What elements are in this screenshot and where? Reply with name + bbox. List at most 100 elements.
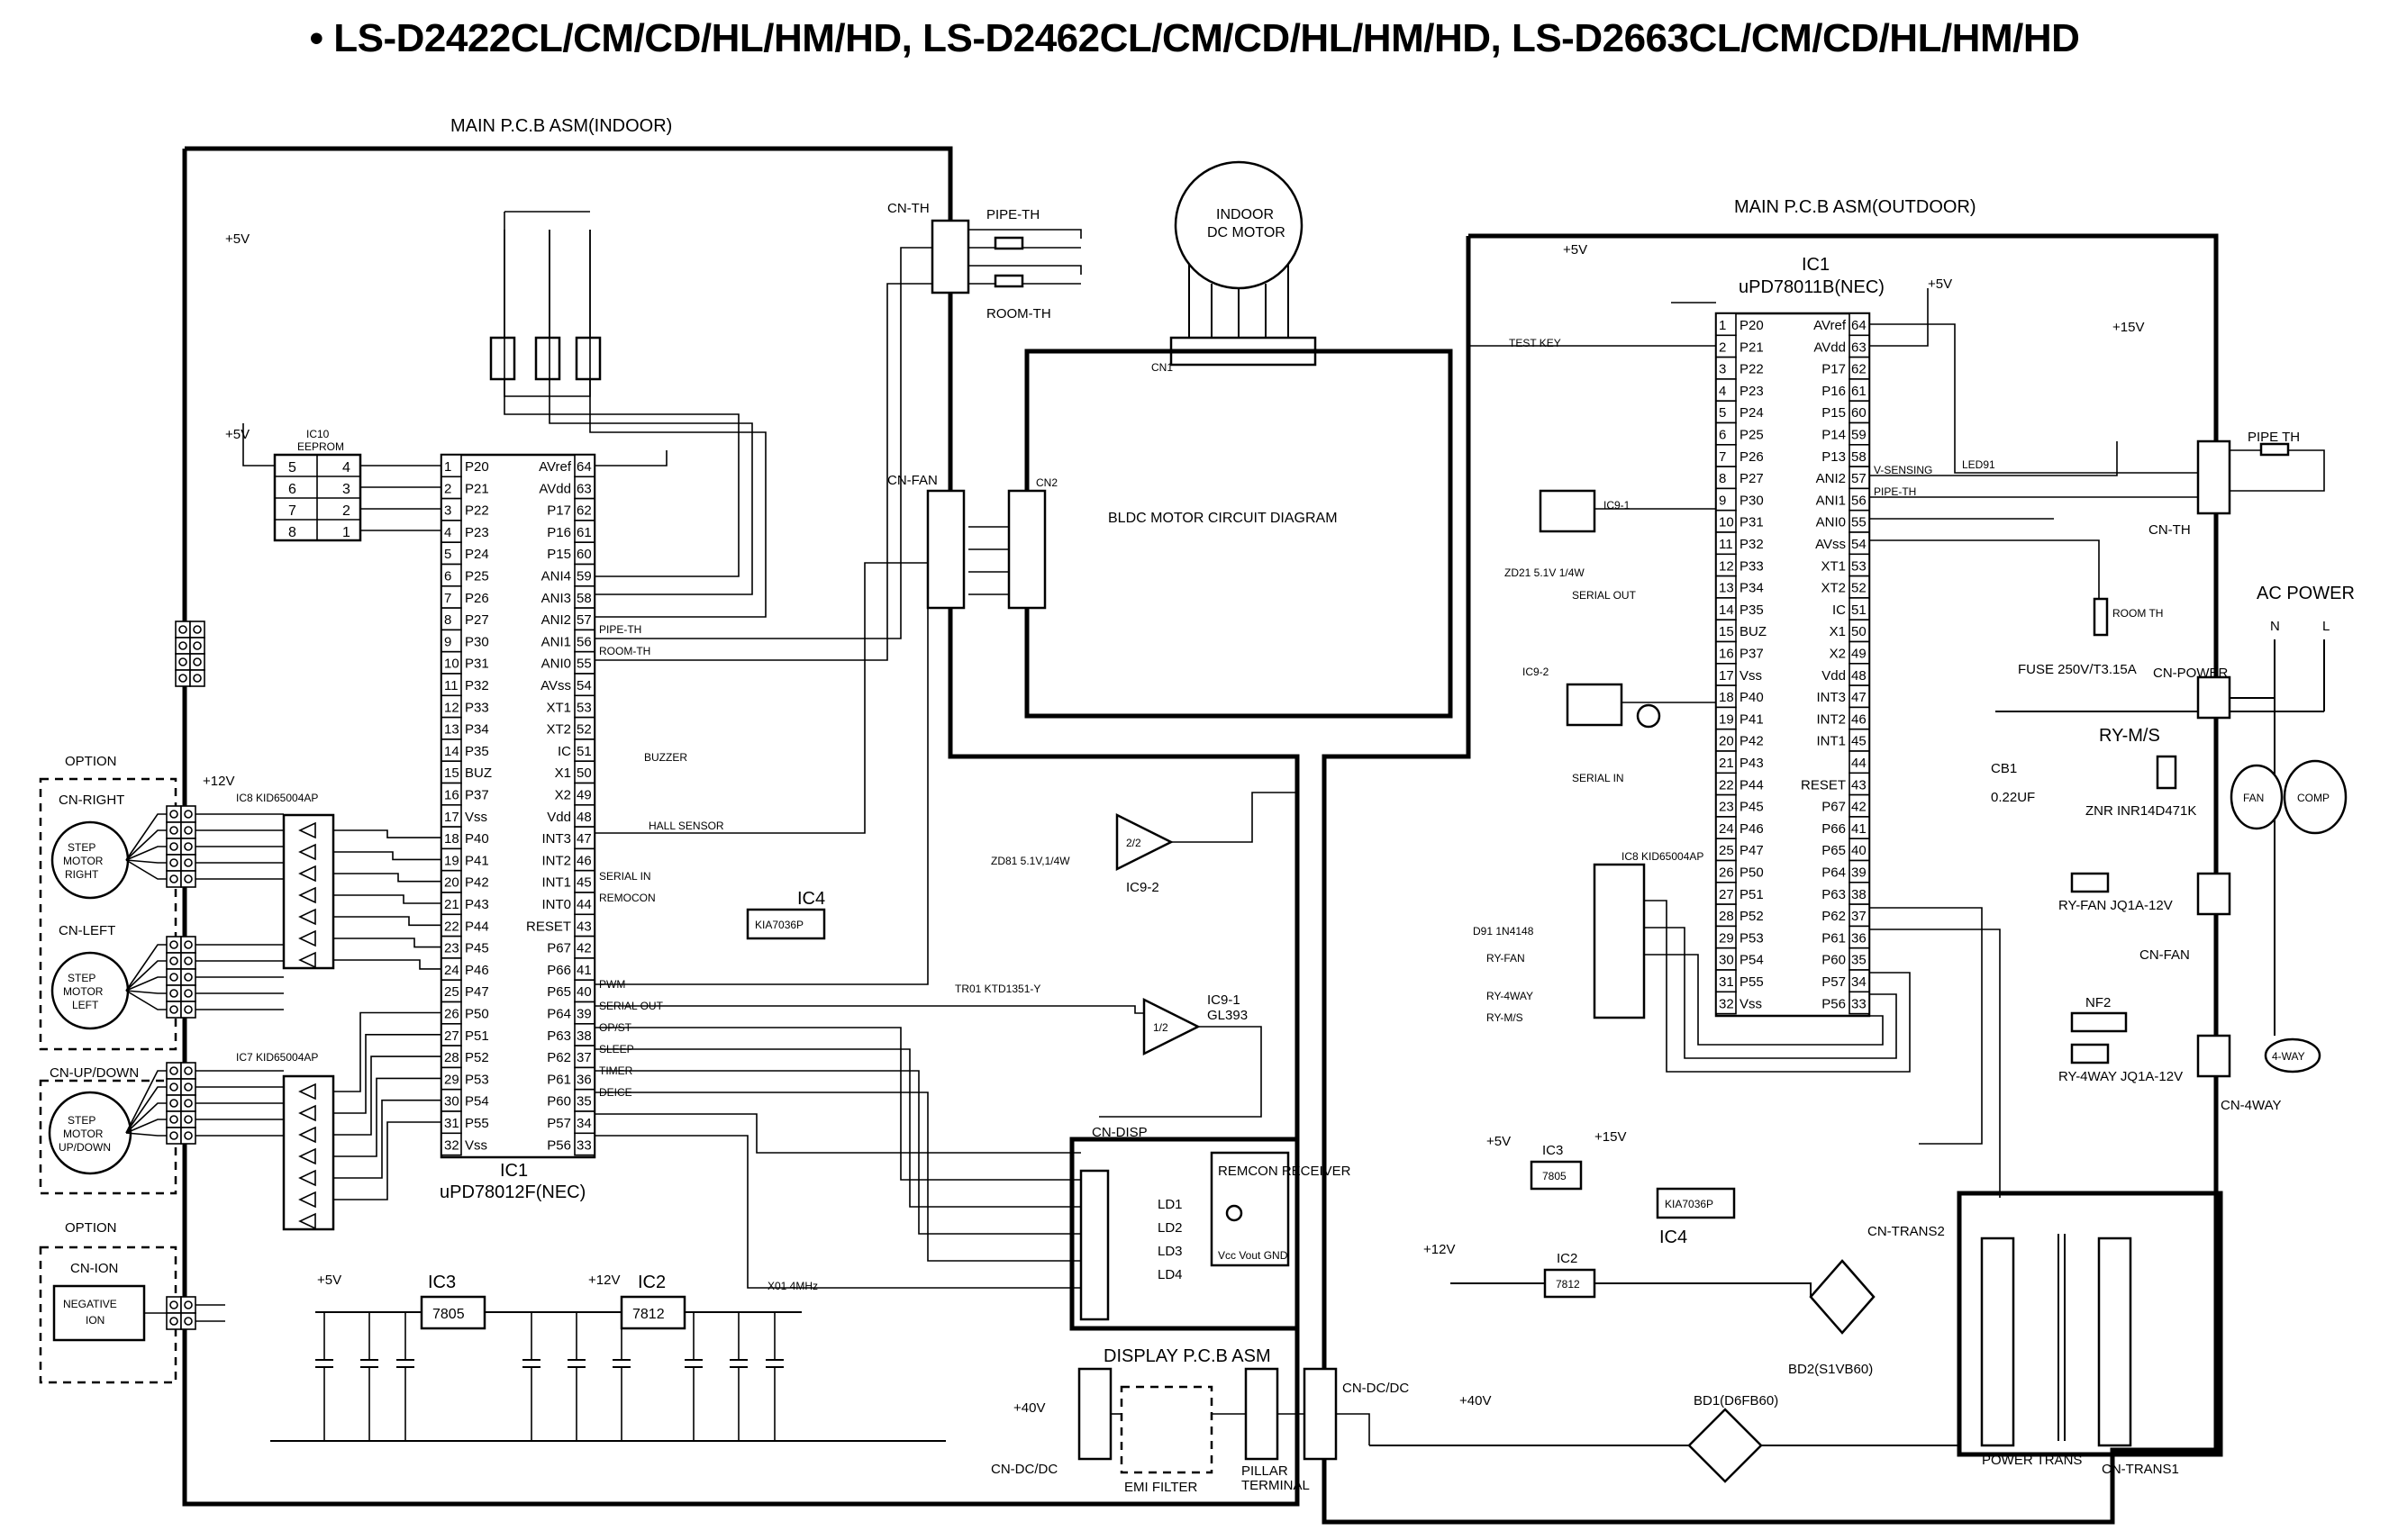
- remcon-receiver-label: REMCON RECEIVER: [1218, 1164, 1351, 1179]
- indoor-ic1-pin-name-55: ANI0: [541, 657, 571, 672]
- svg-text:0.22UF: 0.22UF: [1991, 790, 2035, 805]
- indoor-ic1-pin-num-39: 39: [577, 1007, 592, 1022]
- indoor-ic1-pin-num-16: 16: [444, 788, 459, 803]
- outdoor-ic1-pin-num-45: 45: [1851, 734, 1867, 749]
- svg-text:7812: 7812: [632, 1307, 665, 1322]
- outdoor-ic1-pin-num-55: 55: [1851, 515, 1867, 530]
- outdoor-ic1-pin-num-64: 64: [1851, 318, 1867, 333]
- indoor-ic1-pin-name-44: INT0: [541, 897, 571, 912]
- outdoor-ic1-pin-name-6: P25: [1740, 428, 1764, 443]
- svg-text:+5V: +5V: [1563, 242, 1587, 258]
- indoor-ic1-pin-name-54: AVss: [540, 678, 571, 693]
- outdoor-board-frame: [1322, 233, 2219, 1525]
- indoor-ic1-pin-name-15: BUZ: [465, 765, 492, 781]
- indoor-ic9-2: 2/2 IC9-2: [1115, 812, 1174, 895]
- svg-text:CN-DISP: CN-DISP: [1092, 1125, 1148, 1140]
- indoor-ic1-pin-name-32: Vss: [465, 1137, 487, 1153]
- outdoor-ic1-pin-name-15: BUZ: [1740, 624, 1767, 639]
- outdoor-ic1-pin-num-51: 51: [1851, 602, 1867, 618]
- svg-text:CN-TRANS1: CN-TRANS1: [2102, 1462, 2179, 1477]
- svg-text:RY-FAN JQ1A-12V: RY-FAN JQ1A-12V: [2058, 898, 2173, 913]
- svg-text:PIPE-TH: PIPE-TH: [599, 623, 641, 636]
- indoor-ic9-1: 1/2 IC9-1 GL393: [1142, 992, 1248, 1056]
- svg-text:+5V: +5V: [317, 1273, 341, 1288]
- svg-text:CN-FAN: CN-FAN: [887, 473, 938, 488]
- svg-text:+12V: +12V: [203, 774, 234, 789]
- indoor-ic1-pin-num-11: 11: [444, 678, 459, 693]
- outdoor-ic1-pin-name-43: RESET: [1801, 777, 1846, 793]
- indoor-ic1-pin-name-42: P67: [547, 941, 571, 956]
- option-label-2: OPTION: [65, 1220, 117, 1236]
- indoor-ic1-pin-num-40: 40: [577, 984, 592, 1000]
- outdoor-ic1-pin-num-25: 25: [1719, 843, 1734, 858]
- outdoor-ic1-pin-name-26: P50: [1740, 865, 1764, 881]
- outdoor-ic1-pin-num-39: 39: [1851, 865, 1867, 881]
- svg-text:IC8 KID65004AP: IC8 KID65004AP: [1621, 850, 1703, 863]
- page-title: • LS-D2422CL/CM/CD/HL/HM/HD, LS-D2462CL/…: [309, 16, 2080, 60]
- indoor-ic1-pin-name-29: P53: [465, 1072, 489, 1087]
- outdoor-ic3-7805: 7805 IC3: [1530, 1143, 1583, 1191]
- outdoor-ic1-pin-num-52: 52: [1851, 581, 1867, 596]
- stepper-wiring: [125, 813, 441, 1322]
- bldc-motor-circuit-box: BLDC MOTOR CIRCUIT DIAGRAM CN2: [1007, 349, 1453, 719]
- outdoor-ic1-pin-name-46: INT2: [1816, 711, 1846, 727]
- indoor-ic1-pin-name-11: P32: [465, 678, 489, 693]
- indoor-board-frame: [182, 146, 1300, 1507]
- outdoor-ic1-pin-num-54: 54: [1851, 537, 1867, 552]
- outdoor-ic1-pin-name-30: P54: [1740, 953, 1764, 968]
- outdoor-ic1-pin-name-16: P37: [1740, 647, 1764, 662]
- indoor-ic1-pin-name-7: P26: [465, 591, 489, 606]
- indoor-ic1-pin-num-9: 9: [444, 634, 451, 649]
- indoor-ic1-pin-name-25: P47: [465, 984, 489, 1000]
- outdoor-ic1-pin-num-5: 5: [1719, 405, 1726, 421]
- svg-text:LED91: LED91: [1962, 458, 1995, 471]
- outdoor-ic1-pin-num-30: 30: [1719, 953, 1734, 968]
- indoor-ic1-pin-num-54: 54: [577, 678, 592, 693]
- outdoor-board-label: MAIN P.C.B ASM(OUTDOOR): [1734, 197, 1976, 217]
- svg-text:1/2: 1/2: [1153, 1021, 1168, 1034]
- outdoor-ic1-pin-name-10: P31: [1740, 515, 1764, 530]
- indoor-ic1-pin-num-13: 13: [444, 722, 459, 738]
- indoor-ic1-pin-name-62: P17: [547, 503, 571, 519]
- svg-text:KIA7036P: KIA7036P: [755, 919, 804, 931]
- indoor-ic1-pin-name-17: Vss: [465, 810, 487, 825]
- outdoor-ic2-7812: 7812 IC2: [1543, 1251, 1596, 1299]
- indoor-ic1-pin-name-3: P22: [465, 503, 489, 519]
- indoor-ic1-pin-num-64: 64: [577, 459, 592, 475]
- svg-text:CN-DC/DC: CN-DC/DC: [1342, 1381, 1409, 1396]
- svg-text:D91 1N4148: D91 1N4148: [1473, 925, 1534, 938]
- svg-text:STEP: STEP: [68, 841, 95, 854]
- svg-text:uPD78011B(NEC): uPD78011B(NEC): [1739, 277, 1885, 297]
- indoor-ic1-pin-name-28: P52: [465, 1050, 489, 1065]
- svg-text:RY-4WAY: RY-4WAY: [1486, 990, 1533, 1002]
- indoor-ic1-pin-num-8: 8: [444, 612, 451, 628]
- outdoor-ic1-pin-name-19: P41: [1740, 711, 1764, 727]
- outdoor-ic1-pin-name-56: ANI1: [1816, 493, 1846, 508]
- outdoor-ic1-pin-num-14: 14: [1719, 602, 1734, 618]
- svg-text:KIA7036P: KIA7036P: [1665, 1198, 1713, 1210]
- indoor-ic1-pin-num-41: 41: [577, 963, 592, 978]
- indoor-ic1-pin-num-5: 5: [444, 547, 451, 562]
- indoor-ic1-pin-name-26: P50: [465, 1007, 489, 1022]
- outdoor-ic1-pin-num-24: 24: [1719, 821, 1734, 837]
- svg-text:7805: 7805: [432, 1307, 465, 1322]
- svg-text:TR01 KTD1351-Y: TR01 KTD1351-Y: [955, 983, 1040, 995]
- indoor-ic1-pin-num-47: 47: [577, 831, 592, 847]
- outdoor-ic1-pin-num-15: 15: [1719, 624, 1734, 639]
- outdoor-ic1-pin-name-1: P20: [1740, 318, 1764, 333]
- indoor-ic1-pin-name-51: IC: [558, 744, 571, 759]
- outdoor-ic1-pin-num-29: 29: [1719, 930, 1734, 946]
- indoor-ic1-pin-num-29: 29: [444, 1072, 459, 1087]
- svg-text:LD4: LD4: [1158, 1267, 1183, 1282]
- outdoor-ic1-pin-num-35: 35: [1851, 953, 1867, 968]
- svg-text:RIGHT: RIGHT: [65, 868, 99, 881]
- cn-left-label: CN-LEFT: [59, 923, 115, 938]
- indoor-ic3-7805: 7805 IC3: [420, 1273, 486, 1330]
- indoor-ic1-pin-num-18: 18: [444, 831, 459, 847]
- outdoor-ic1-pin-num-36: 36: [1851, 930, 1867, 946]
- outdoor-ic1-pin-name-45: INT1: [1816, 734, 1846, 749]
- outdoor-ic1-pin-name-38: P63: [1821, 887, 1846, 902]
- outdoor-ic1-pin-num-2: 2: [1719, 340, 1726, 355]
